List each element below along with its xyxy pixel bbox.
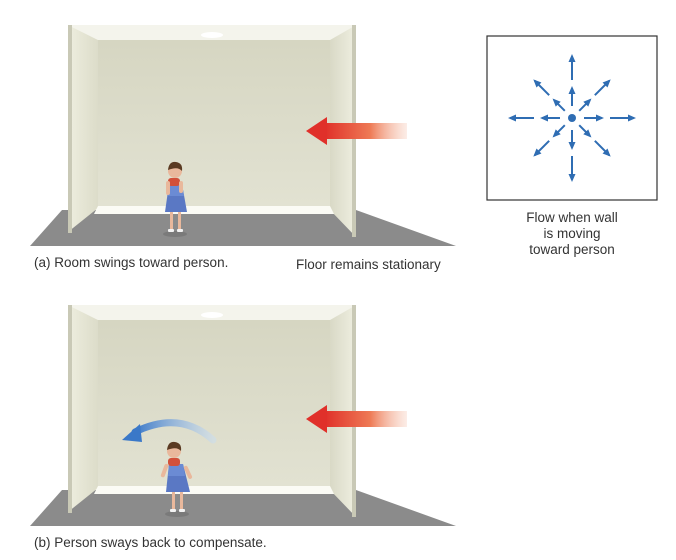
child-figure-b xyxy=(160,441,193,517)
flow-arrow-head xyxy=(552,98,561,107)
flow-arrow-head xyxy=(596,114,604,122)
flow-arrow-head xyxy=(533,148,542,157)
flow-arrow-head xyxy=(583,129,592,138)
room-b xyxy=(30,305,456,526)
caption-a: (a) Room swings toward person. xyxy=(34,255,229,270)
flow-arrow-head xyxy=(583,98,592,107)
flow-arrow-head xyxy=(540,114,548,122)
flow-field xyxy=(508,54,636,182)
ceiling-light-b xyxy=(201,312,223,318)
baseboard-a xyxy=(94,206,334,214)
floor-caption: Floor remains stationary xyxy=(296,257,441,272)
baseboard-b xyxy=(94,486,334,494)
flow-arrow-head xyxy=(533,79,542,88)
flow-arrow-head xyxy=(602,148,611,157)
flow-arrow-head xyxy=(568,142,576,150)
left-wall-a xyxy=(68,25,98,232)
room-motion-arrow-a xyxy=(306,117,407,145)
flow-arrow-head xyxy=(628,114,636,122)
back-wall-b xyxy=(98,320,330,488)
flow-arrow-head xyxy=(552,129,561,138)
left-wall-b xyxy=(68,305,98,512)
flow-arrow-head xyxy=(568,174,576,182)
flow-caption-line-2: is moving xyxy=(543,226,601,241)
optic-flow-box xyxy=(486,35,658,201)
flow-arrow-head xyxy=(568,86,576,94)
caption-b: (b) Person sways back to compensate. xyxy=(34,535,267,550)
flow-caption: Flow when wall is moving toward person xyxy=(482,210,662,258)
flow-arrow-head xyxy=(568,54,576,62)
floor-b xyxy=(30,490,456,526)
flow-arrow-head xyxy=(602,79,611,88)
back-wall-a xyxy=(98,40,330,208)
sway-arrow xyxy=(122,419,217,444)
flow-center-dot xyxy=(568,114,576,122)
ceiling-light-a xyxy=(201,32,223,38)
child-figure-a xyxy=(163,161,187,237)
flow-arrow-head xyxy=(508,114,516,122)
floor-a xyxy=(30,210,456,246)
room-motion-arrow-b xyxy=(306,405,407,433)
flow-caption-line-1: Flow when wall xyxy=(526,210,618,225)
flow-caption-line-3: toward person xyxy=(529,242,615,257)
